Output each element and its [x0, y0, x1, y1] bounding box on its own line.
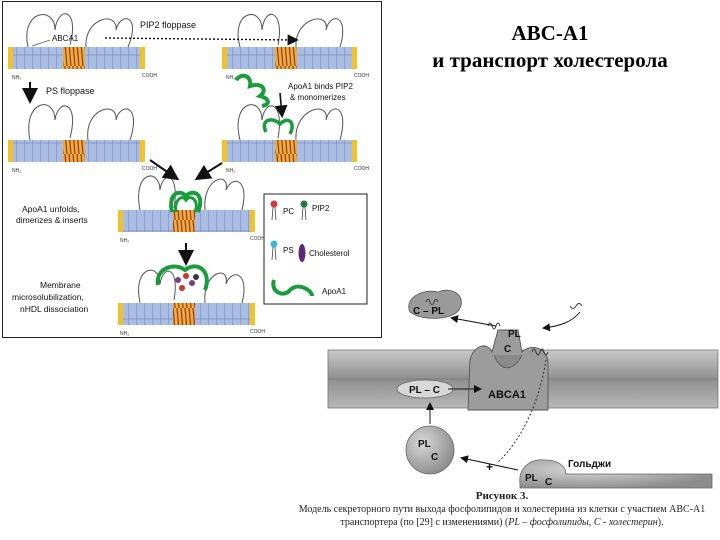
legend-pip2: PIP2 [312, 204, 330, 213]
pl-in-transporter: PL [508, 329, 521, 340]
caption-line-2-end: ). [657, 517, 664, 528]
title-line-2: и транспорт холестерола [432, 48, 668, 72]
incoming-arrow [542, 311, 581, 332]
c-pl-released-label: C – PL [413, 306, 444, 317]
golgi-c: C [545, 477, 552, 488]
legend-apoa1: ApoA1 [322, 287, 347, 296]
unfolds-label-1: ApoA1 unfolds, [22, 204, 80, 214]
golgi-label: Гольджи [568, 459, 611, 470]
membrane-unit-4 [222, 104, 357, 162]
legend-box: PC PIP2 PS Cholesterol ApoA1 [263, 193, 368, 305]
caption-pl: PL – фосфолипиды, [508, 517, 592, 528]
golgi-pl: PL [525, 473, 538, 484]
slide-title: ABC-A1 и транспорт холестерола [395, 20, 705, 74]
membrane-unit-1 [8, 13, 145, 69]
nh2-label-5: NH₂ [120, 238, 129, 244]
nh2-label-4: NH₂ [226, 168, 235, 174]
cooh-label-3: COOH [142, 166, 157, 172]
membrane-unit-2 [222, 13, 357, 69]
abca1-label-top: ABCA1 [52, 34, 79, 43]
abca1-label-bottom: ABCA1 [488, 389, 526, 401]
cooh-label-6: COOH [250, 329, 265, 335]
caption-c: C - холестерин [593, 517, 658, 528]
legend-pc: PC [283, 207, 294, 216]
membrane-label-1: Membrane [40, 280, 81, 290]
plus-sign: + [486, 460, 493, 474]
cooh-label-1: COOH [142, 73, 157, 79]
vesicle-c: C [431, 452, 438, 463]
c-in-transporter: C [504, 344, 511, 355]
figure-caption: Рисунок 3. Модель секреторного пути выхо… [292, 490, 712, 529]
pl-c-membrane-label: PL – C [409, 385, 440, 396]
title-line-1: ABC-A1 [511, 21, 589, 45]
vesicle [405, 425, 455, 475]
secretory-pathway-diagram: ABCA1 PL C C – PL PL – C PL C PL C Гольд… [327, 289, 719, 489]
membrane-unit-6 [118, 264, 255, 325]
caption-title: Рисунок 3. [475, 490, 529, 502]
ps-icon [270, 240, 278, 248]
caption-line-1: Модель секреторного пути выхода фосфолип… [298, 504, 706, 515]
cooh-label-5: COOH [250, 236, 265, 242]
membrane-label-2: microsolubilization, [12, 292, 84, 302]
release-arrow [450, 315, 497, 327]
apoa1-icon [271, 279, 314, 297]
pip2-icon [300, 200, 308, 208]
nh2-label-3: NH₂ [12, 168, 21, 174]
legend-ps: PS [283, 246, 294, 255]
nh2-label-1: NH₂ [12, 75, 21, 81]
cholesterol-icon [298, 244, 306, 262]
pip2-floppase-label: PIP2 floppase [140, 20, 196, 30]
pc-icon [270, 200, 278, 208]
apoa1-monomer [234, 73, 270, 108]
legend-cholesterol: Cholesterol [309, 249, 350, 258]
converge-arrow-right [194, 162, 223, 181]
golgi-shape [519, 459, 713, 489]
membrane-unit-3 [8, 104, 145, 162]
membrane-unit-5 [118, 175, 255, 232]
abca1-pointer [31, 39, 51, 47]
golgi-to-vesicle-arrow [460, 455, 519, 471]
apoa1-binds-label-1: ApoA1 binds PIP2 [288, 82, 353, 91]
membrane-label-3: nHDL dissociation [20, 304, 88, 314]
abca1-mechanism-panel [2, 1, 382, 338]
caption-line-2a: транспортера (по [29] с изменениями) ( [340, 517, 509, 528]
nh2-label-6: NH₂ [120, 331, 129, 337]
pip2-floppase-arrow [104, 34, 299, 46]
apoa1-binds-label-2: & monomerizes [290, 93, 346, 102]
cooh-label-4: COOH [354, 166, 369, 172]
vesicle-pl: PL [418, 439, 431, 450]
unfolds-label-2: dimerizes & inserts [16, 215, 88, 225]
cooh-label-2: COOH [354, 73, 369, 79]
apoa1-binds-arrow [274, 92, 288, 119]
ps-floppase-label: PS floppase [46, 86, 95, 96]
converge-arrow-left [149, 159, 180, 181]
nh2-label-2: NH₂ [226, 75, 235, 81]
